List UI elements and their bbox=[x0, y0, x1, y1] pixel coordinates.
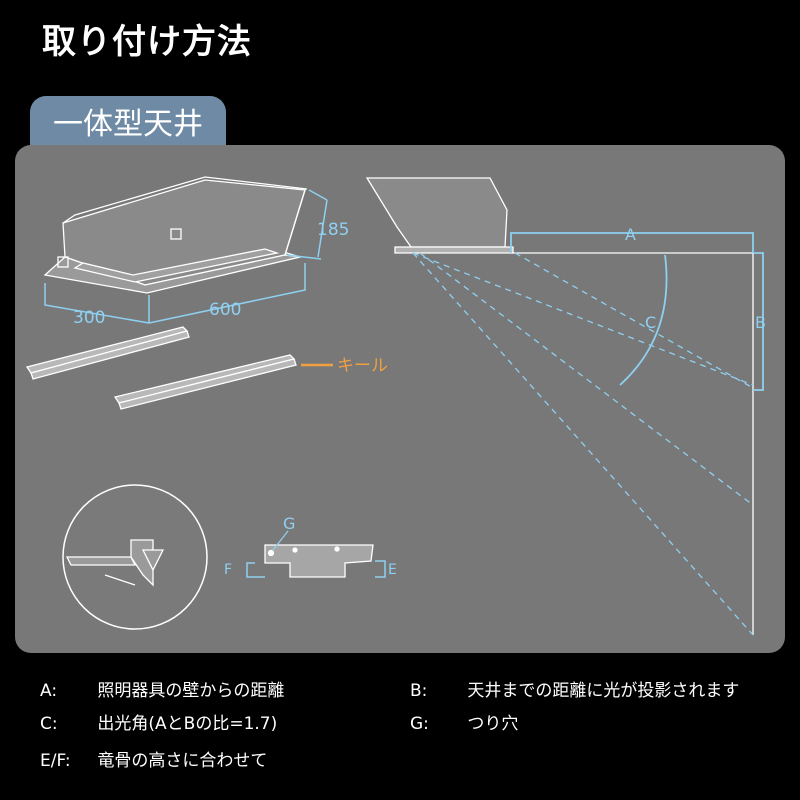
tab-integrated-ceiling: 一体型天井 bbox=[53, 107, 203, 142]
legend-key: G: bbox=[410, 714, 429, 734]
dimension-300-label: 300 bbox=[73, 308, 105, 328]
light-beams bbox=[412, 252, 754, 636]
legend-item-A: A: 照明器具の壁からの距離 bbox=[40, 676, 284, 701]
legend-item-C: C: 出光角(AとBの比=1.7) bbox=[40, 709, 277, 734]
legend-item-EF: E/F: 竜骨の高さに合わせて bbox=[40, 746, 267, 771]
page-title: 取り付け方法 bbox=[42, 22, 252, 62]
dimension-B bbox=[753, 252, 764, 391]
legend-item-B: B: 天井までの距離に光が投影されます bbox=[410, 676, 739, 701]
legend-text: 竜骨の高さに合わせて bbox=[97, 751, 268, 771]
legend-key: C: bbox=[40, 714, 58, 734]
legend-key: A: bbox=[40, 681, 58, 701]
legend-text: 出光角(AとBの比=1.7) bbox=[97, 714, 278, 734]
fixture-side-profile bbox=[365, 177, 514, 254]
label-F: F bbox=[224, 562, 232, 578]
label-E: E bbox=[388, 562, 397, 578]
label-C: C bbox=[645, 313, 656, 332]
hanger-bracket bbox=[264, 544, 374, 578]
legend-item-G: G: つり穴 bbox=[410, 709, 518, 734]
dimension-300-600 bbox=[44, 263, 306, 324]
dimension-600-label: 600 bbox=[209, 300, 241, 320]
legend-text: 照明器具の壁からの距離 bbox=[97, 681, 285, 701]
wall-ceiling-lines bbox=[511, 252, 754, 635]
keel-label: キール bbox=[337, 356, 388, 376]
dimension-185-label: 185 bbox=[317, 220, 349, 240]
installation-diagram: 185 300 600 キール bbox=[25, 176, 766, 636]
keel-rails bbox=[25, 326, 297, 410]
legend-text: 天井までの距離に光が投影されます bbox=[467, 681, 740, 701]
fixture-3d-drawing bbox=[43, 176, 308, 294]
detail-section bbox=[65, 539, 165, 587]
dimension-F bbox=[246, 562, 265, 578]
legend-key: E/F: bbox=[40, 751, 71, 771]
label-G: G bbox=[283, 514, 295, 533]
label-A: A bbox=[625, 225, 636, 244]
legend-text: つり穴 bbox=[467, 714, 519, 734]
diagram-panel: 185 300 600 キール bbox=[15, 145, 785, 653]
dimension-E bbox=[375, 560, 386, 578]
label-B: B bbox=[755, 313, 766, 332]
dimension-185 bbox=[286, 189, 328, 260]
dimension-A bbox=[510, 232, 754, 253]
tab-background bbox=[30, 96, 226, 154]
legend-key: B: bbox=[410, 681, 428, 701]
angle-C-arc bbox=[619, 254, 668, 386]
